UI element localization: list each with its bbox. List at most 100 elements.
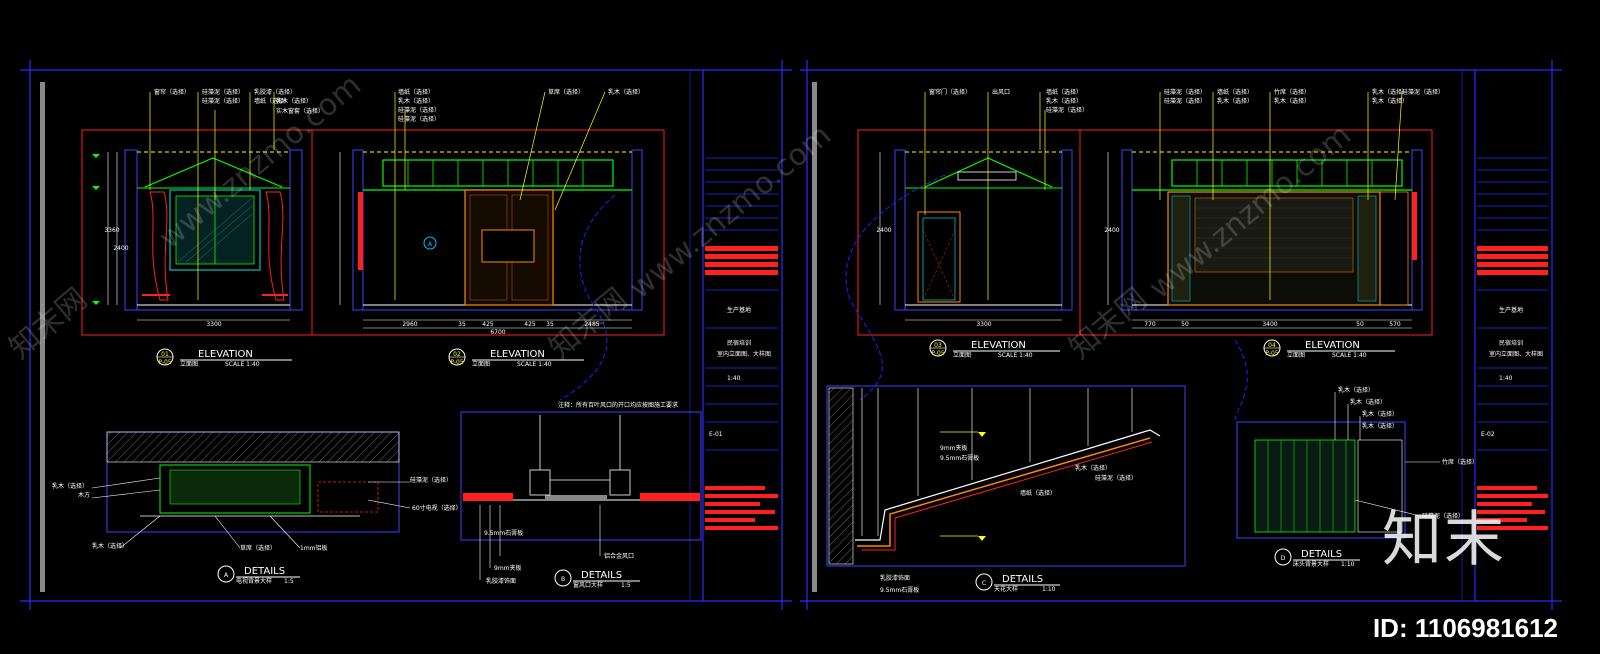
material-label: 乳木（选择） [1046,97,1082,105]
detail-subtitle: 电视背景大样 [236,577,272,585]
titleblock-sheet-number: E-02 [1481,431,1495,438]
titleblock-sheet-number: E-01 [709,431,723,438]
detail-letter: A [224,572,229,579]
view-subtitle: 立面图 [472,360,490,368]
material-label: 硅藻泥（选择） [1164,88,1206,96]
material-label: 竹席（选择） [1274,88,1310,96]
material-label: 硅藻泥（选择） [398,106,440,114]
material-label: 9.5mm石膏板 [880,586,919,594]
svg-text:A: A [428,241,433,248]
material-label: 乳木（选择） [1217,97,1253,105]
elevation-04 [1079,91,1433,421]
material-label: 硅藻泥（选择） [1046,106,1088,114]
material-label: 乳木（选择） [1075,464,1111,472]
dimension-text: 425 [524,321,536,328]
view-number: 02 [453,351,461,358]
detail-d [1236,392,1440,566]
titleblock-scale: 1:40 [727,375,741,382]
material-label: 9.5mm石膏板 [484,529,523,537]
sheet-2 [800,60,1562,610]
material-label: 硅藻泥（选择） [1164,97,1206,105]
material-label: 乳木（选择） [1338,386,1374,394]
detail-subtitle: 天花大样 [994,585,1018,593]
material-label: 墙纸（选择） [1020,489,1056,497]
view-title-01 [156,348,292,366]
detail-scale: 1:10 [1341,561,1355,568]
dimension-text: 35 [458,321,466,328]
dimension-text: 2400 [1104,227,1119,234]
dimension-text: 35 [546,321,554,328]
dimension-text: 3360 [104,227,119,234]
titleblock-client: 民宿培训 [727,339,751,347]
titleblock-1 [705,157,778,530]
dimension-text: 2485 [584,321,599,328]
dimension-text: 770 [1144,321,1156,328]
detail-letter: C [982,580,986,587]
detail-title: DETAILS [581,570,622,581]
titleblock-scale: 1:40 [1499,375,1513,382]
material-label: 硅藻泥（选择） [1095,474,1137,482]
brand-logo-text: 知末 [1382,505,1506,575]
material-label: 出风口 [992,88,1010,96]
material-label: 乳木（选择） [1362,410,1398,418]
material-label: 硅藻泥（选择） [1402,88,1444,96]
detail-title: DETAILS [244,566,285,577]
detail-b [460,411,702,587]
material-label: 乳胶漆（选择） [254,88,296,96]
material-label: 60寸电视（选择） [412,504,462,512]
view-subtitle: 立面图 [1287,351,1305,359]
view-scale: SCALE 1:40 [225,361,260,368]
material-label: 乳胶漆饰面 [486,577,516,585]
view-subtitle: 立面图 [953,351,971,359]
material-label: 硅藻泥（选择） [1422,512,1464,520]
material-label: 墙纸（选择） [398,88,434,96]
view-scale: SCALE 1:40 [517,361,552,368]
material-label: 乳木（选择） [398,97,434,105]
detail-c [826,385,1186,591]
detail-a [91,431,411,583]
view-sheet-ref: P-05 [931,350,944,357]
material-label: 实木窗套（选择） [276,107,324,115]
titleblock-drawing-name: 室内立面图、大样图 [1489,350,1543,358]
detail-subtitle: 床头背景大样 [1293,560,1329,568]
titleblock-client: 民宿培训 [1499,339,1523,347]
detail-subtitle: 窗风口大样 [573,581,603,589]
detail-scale: 1:5 [284,578,294,585]
detail-letter: B [561,576,565,583]
sheet-1-margin-bar [40,82,45,592]
asset-id-label: ID: 1106981612 [1372,613,1558,643]
material-label: 乳木（选择） [1350,398,1386,406]
material-label: 草席（选择） [240,544,276,552]
material-label: 乳胶漆饰面 [880,574,910,582]
material-label: 草席（选择） [548,88,584,96]
material-label: 1mm铝板 [300,544,328,552]
material-label: 硅藻泥（选择） [398,115,440,123]
material-label: 墙纸（选择） [254,97,290,105]
titleblock-2 [1477,157,1548,530]
material-label: 硅藻泥（选择） [202,97,244,105]
view-title: ELEVATION [198,349,253,360]
elevation-03 [845,92,1081,401]
material-label: 墙纸（选择） [1046,88,1082,96]
material-label: 乳木（选择） [1274,97,1310,105]
material-label: 窗帘（选择） [154,88,190,96]
dimension-text: 50 [1181,321,1189,328]
material-label: 竹席（选择） [1442,458,1478,466]
view-number: 03 [934,342,942,349]
material-label: 9mm夹板 [940,444,968,452]
titleblock-project: 生产基地 [1499,306,1523,314]
material-label: 乳木（选择） [1372,88,1408,96]
view-title-03 [929,339,1060,357]
dimension-text: 2960 [402,321,417,328]
view-sheet-ref: P-05 [1265,350,1278,357]
material-label: 窗帘门（选择） [929,88,971,96]
material-label: 硅藻泥（选择） [202,88,244,96]
view-sheet-ref: P-05 [158,359,171,366]
view-scale: SCALE 1:40 [1332,352,1367,359]
view-sheet-ref: P-05 [450,359,463,366]
sheet-1: A [20,60,792,610]
detail-letter: D [1281,555,1286,562]
dimension-text: 3300 [206,321,221,328]
